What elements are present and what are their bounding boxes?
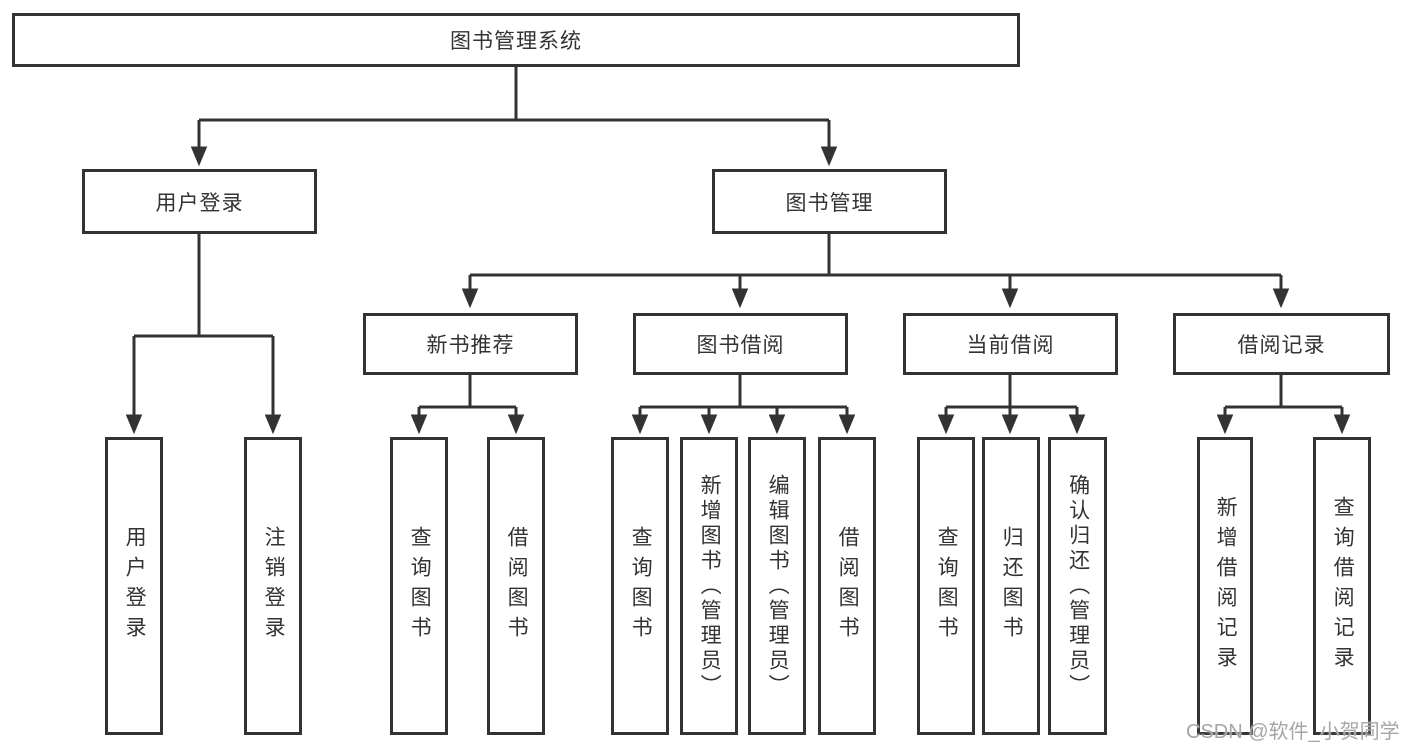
node-borrow-record: 借阅记录 [1173,313,1390,375]
node-label: 查询图书 [629,526,653,646]
node-new-book-recommend: 新书推荐 [363,313,578,375]
node-label: 用户登录 [123,526,147,646]
node-leaf-current-query: 查询图书 [917,437,975,735]
node-label: 借阅记录 [1237,334,1326,357]
node-label: 注销登录 [262,526,286,646]
node-leaf-borrow-edit-admin: 编辑图书（管理员） [748,437,806,735]
node-leaf-borrow-add-admin: 新增图书（管理员） [680,437,738,735]
node-leaf-newbook-borrow: 借阅图书 [487,437,545,735]
watermark: CSDN @软件_小贺同学 [1186,721,1400,743]
node-leaf-borrow-query: 查询图书 [611,437,669,735]
node-leaf-record-add: 新增借阅记录 [1197,437,1253,735]
node-label: 图书借阅 [696,334,785,357]
node-book-management: 图书管理 [712,169,947,234]
node-label: 归还图书 [1000,526,1024,646]
node-label: 图书管理 [785,191,874,215]
node-root: 图书管理系统 [12,13,1020,67]
node-label: 查询图书 [408,526,432,646]
node-label: 编辑图书（管理员） [766,473,790,699]
node-book-borrow: 图书借阅 [633,313,848,375]
node-label: 借阅图书 [505,526,529,646]
node-leaf-record-query: 查询借阅记录 [1313,437,1371,735]
node-user-login: 用户登录 [82,169,317,234]
node-current-borrow: 当前借阅 [903,313,1118,375]
node-label: 新增借阅记录 [1214,496,1238,676]
node-leaf-newbook-query: 查询图书 [390,437,448,735]
node-label: 图书管理系统 [450,30,582,53]
node-label: 确认归还（管理员） [1066,473,1090,699]
node-label: 当前借阅 [966,334,1055,357]
node-leaf-current-confirm-admin: 确认归还（管理员） [1048,437,1107,735]
node-leaf-logout: 注销登录 [244,437,302,735]
node-label: 查询借阅记录 [1331,496,1355,676]
node-label: 借阅图书 [836,526,860,646]
node-label: 用户登录 [155,191,244,215]
node-leaf-user-login: 用户登录 [105,437,163,735]
node-leaf-borrow-borrow: 借阅图书 [818,437,876,735]
node-label: 新增图书（管理员） [698,473,722,699]
node-label: 新书推荐 [426,334,515,357]
node-label: 查询图书 [935,526,959,646]
node-leaf-current-return: 归还图书 [982,437,1040,735]
